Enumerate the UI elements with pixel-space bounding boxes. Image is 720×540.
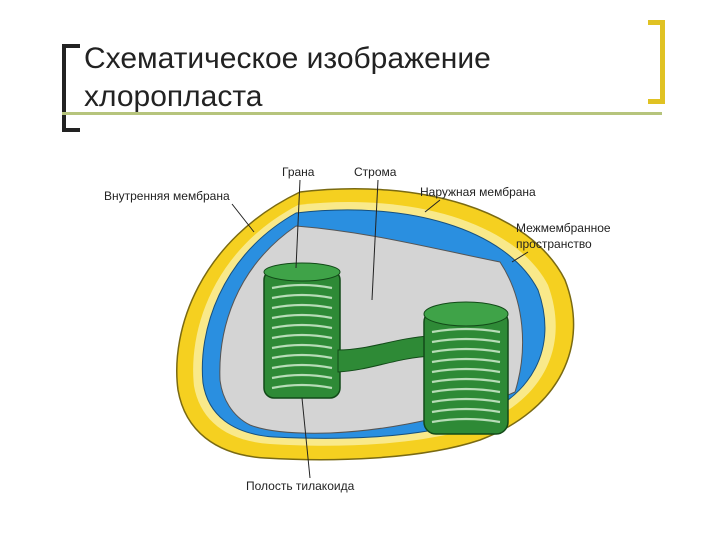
label-inner-membrane: Внутренняя мембрана	[104, 189, 230, 203]
left-bracket	[62, 44, 66, 132]
label-thylakoid-cavity: Полость тилакоида	[246, 479, 355, 493]
label-intermembrane-line2: пространство	[516, 237, 592, 251]
label-intermembrane-line1: Межмембранное	[516, 221, 611, 235]
slide-title: Схематическое изображение хлоропласта	[84, 40, 491, 116]
right-bracket-bottom	[648, 99, 665, 104]
left-bracket-bottom	[62, 128, 80, 132]
leader-lines	[231, 179, 529, 479]
title-line-1: Схематическое изображение	[84, 42, 491, 75]
label-stroma: Строма	[354, 165, 397, 179]
title-line-2: хлоропласта	[84, 80, 263, 113]
left-bracket-top	[62, 44, 80, 48]
thylakoid-stack-left	[271, 283, 333, 390]
right-bracket-top	[648, 20, 665, 25]
title-underline	[62, 112, 662, 115]
label-grana: Грана	[282, 165, 315, 179]
label-outer-membrane: Наружная мембрана	[420, 185, 536, 199]
right-bracket	[660, 20, 665, 104]
thylakoid-stack-right	[431, 327, 501, 424]
